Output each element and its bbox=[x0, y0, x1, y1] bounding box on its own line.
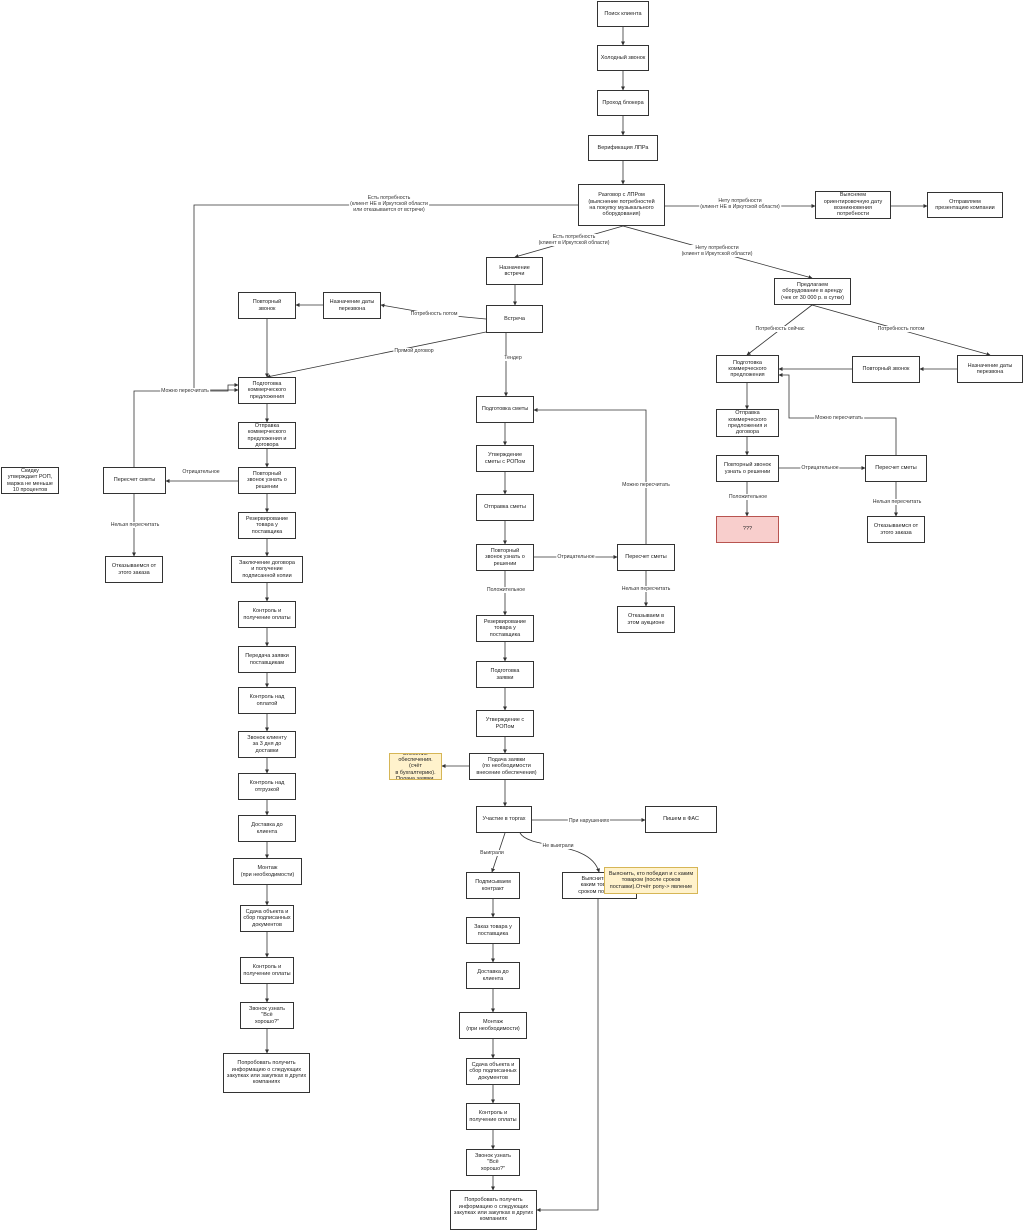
node-meeting-set[interactable]: Назначение встречи bbox=[486, 257, 543, 285]
node-estimate[interactable]: Подготовка сметы bbox=[476, 396, 534, 423]
node-payment-left[interactable]: Контроль и получение оплаты bbox=[238, 601, 296, 628]
node-recalc-left[interactable]: Пересчет сметы bbox=[103, 467, 166, 494]
edge-label-negative-middle: Отрицательное bbox=[556, 554, 596, 560]
node-repeat-call-right[interactable]: Повторный звонок bbox=[852, 356, 920, 383]
node-fas[interactable]: Пишем в ФАС bbox=[645, 806, 717, 833]
node-pay-control-left[interactable]: Контроль над оплатой bbox=[238, 687, 296, 714]
edge-label-positive-middle: Положительное bbox=[485, 587, 527, 593]
node-contract-left[interactable]: Заключение договора и получение подписан… bbox=[231, 556, 303, 583]
edge-label-no-need-in: Нету потребности (клиент в Иркутской обл… bbox=[680, 245, 754, 257]
node-refuse-left[interactable]: Отказываемся от этого заказа bbox=[105, 556, 163, 583]
node-decision-call-right[interactable]: Повторный звонок узнать о решении bbox=[716, 455, 779, 482]
connector-edge bbox=[536, 899, 599, 1212]
edge-label-lost: Не выиграли bbox=[541, 843, 575, 849]
node-refuse-middle[interactable]: Отказываем в этом аукционе bbox=[617, 606, 675, 633]
node-order-supplier-middle[interactable]: Заказ товара у поставщика bbox=[466, 917, 520, 944]
node-ship-control[interactable]: Контроль над отгрузкой bbox=[238, 773, 296, 800]
edge-label-negative-left: Отрицательное bbox=[181, 469, 221, 475]
node-verify-lpr[interactable]: Верификация ЛПРа bbox=[588, 135, 658, 161]
node-handover-middle[interactable]: Сдача объекта и сбор подписанных докумен… bbox=[466, 1058, 520, 1085]
node-kp-right[interactable]: Подготовка коммерческого предложения bbox=[716, 355, 779, 383]
edge-label-violations: При нарушениях bbox=[567, 818, 611, 824]
connector-edge bbox=[533, 408, 647, 544]
note-winner-report: Выяснить, кто победил и с каким товаром … bbox=[604, 867, 698, 894]
node-reserve-middle[interactable]: Резервирование товара у поставщика bbox=[476, 615, 534, 642]
node-delivery-middle[interactable]: Доставка до клиента bbox=[466, 962, 520, 989]
node-call-3days[interactable]: Звонок клиенту за 3 дня до доставки bbox=[238, 731, 296, 758]
node-decision-call-middle[interactable]: Повторный звонок узнать о решении bbox=[476, 544, 534, 571]
node-talk-lpr[interactable]: Разговор с ЛПРом (выяснение потребностей… bbox=[578, 184, 665, 226]
node-bidding[interactable]: Участие в торгах bbox=[476, 806, 532, 833]
node-delivery-left[interactable]: Доставка до клиента bbox=[238, 815, 296, 842]
node-callback-date-left[interactable]: Назначение даты перезвона bbox=[323, 292, 381, 319]
node-unknown[interactable]: ??? bbox=[716, 516, 779, 543]
node-call-ok-left[interactable]: Звонок узнать "Всё хорошо?" bbox=[240, 1002, 294, 1029]
node-submit-application[interactable]: Подача заявки (по необходимости внесение… bbox=[469, 753, 544, 780]
node-send-kp-right[interactable]: Отправка коммерческого предложения и дог… bbox=[716, 409, 779, 437]
node-send-presentation[interactable]: Отправляем презентацию компании bbox=[927, 192, 1003, 218]
edge-label-need-now: Потребность сейчас bbox=[754, 326, 806, 332]
edge-label-need-in: Есть потребность (клиент в Иркутской обл… bbox=[537, 234, 611, 246]
edge-label-need-later-right: Потребность потом bbox=[876, 326, 926, 332]
node-call-ok-middle[interactable]: Звонок узнать "Всё хорошо?" bbox=[466, 1149, 520, 1176]
node-payment2-left[interactable]: Контроль и получение оплаты bbox=[240, 957, 294, 984]
node-send-estimate[interactable]: Отправка сметы bbox=[476, 494, 534, 521]
edge-label-positive-right: Положительное bbox=[727, 494, 769, 500]
node-approve-rop[interactable]: Утверждение с РОПом bbox=[476, 710, 534, 737]
node-meeting[interactable]: Встреча bbox=[486, 305, 543, 333]
node-find-date[interactable]: Выясняем ориентировочную дату возникнове… bbox=[815, 191, 891, 219]
edge-label-cant-recalc-left: Нельзя пересчитать bbox=[109, 522, 161, 528]
edge-label-won: Выиграли bbox=[479, 850, 505, 856]
node-cold-call[interactable]: Холодный звонок bbox=[597, 45, 649, 71]
node-payment-middle[interactable]: Контроль и получение оплаты bbox=[466, 1103, 520, 1130]
node-callback-date-right[interactable]: Назначение даты перезвона bbox=[957, 355, 1023, 383]
edge-label-no-need-out: Нету потребности (клиент НЕ в Иркутской … bbox=[699, 198, 781, 210]
node-reserve-left[interactable]: Резервирование товара у поставщика bbox=[238, 512, 296, 539]
edge-label-tender: Тендер bbox=[503, 355, 523, 361]
node-refuse-right[interactable]: Отказываемся от этого заказа bbox=[867, 516, 925, 543]
node-send-kp-left[interactable]: Отправка коммерческого предложения и дог… bbox=[238, 422, 296, 449]
edge-label-need-later-left: Потребность потом bbox=[409, 311, 459, 317]
node-mount-left[interactable]: Монтаж (при необходимости) bbox=[233, 858, 302, 885]
node-search-client[interactable]: Поиск клиента bbox=[597, 1, 649, 27]
connector-edge bbox=[266, 331, 487, 379]
node-order-supplier-left[interactable]: Передача заявки поставщикам bbox=[238, 646, 296, 673]
connector-edge-lost bbox=[519, 832, 600, 873]
node-repeat-call-left[interactable]: Повторный звонок bbox=[238, 292, 296, 319]
edge-label-negative-right: Отрицательное bbox=[800, 465, 840, 471]
edge-label-need-out: Есть потребность (клиент НЕ в Иркутской … bbox=[349, 195, 429, 213]
node-offer-rent[interactable]: Предлагаем оборудование в аренду (чек от… bbox=[774, 278, 851, 305]
edge-label-cant-recalc-right: Нельзя пересчитать bbox=[871, 499, 923, 505]
note-security-deposit: Внесение обеспечения. (счёт в бухгалтери… bbox=[389, 753, 442, 780]
node-recalc-right[interactable]: Пересчет сметы bbox=[865, 455, 927, 482]
node-mount-middle[interactable]: Монтаж (при необходимости) bbox=[459, 1012, 527, 1039]
connector-edge bbox=[133, 383, 239, 467]
node-decision-call-left[interactable]: Повторный звонок узнать о решении bbox=[238, 467, 296, 494]
note-rop-discount: Скидку утверждает РОП, маржа не меньше 1… bbox=[1, 467, 59, 494]
connector-edge bbox=[778, 373, 897, 455]
node-blocker[interactable]: Проход блокера bbox=[597, 90, 649, 116]
node-future-middle[interactable]: Попробовать получить информацию о следую… bbox=[450, 1190, 537, 1230]
edge-label-can-recalc-middle: Можно пересчитать bbox=[621, 482, 671, 488]
edge-label-can-recalc-left: Можно пересчитать bbox=[160, 388, 210, 394]
edge-label-can-recalc-right: Можно пересчитать bbox=[814, 415, 864, 421]
edge-label-cant-recalc-middle: Нельзя пересчитать bbox=[620, 586, 672, 592]
node-sign-contract[interactable]: Подписываем контракт bbox=[466, 872, 520, 899]
node-approve-estimate[interactable]: Утверждение сметы с РОПом bbox=[476, 445, 534, 472]
edge-label-direct-contract: Прямой договор bbox=[393, 348, 435, 354]
node-kp-left[interactable]: Подготовка коммерческого предложения bbox=[238, 377, 296, 404]
node-handover-left[interactable]: Сдача объекта и сбор подписанных докумен… bbox=[240, 905, 294, 932]
node-future-left[interactable]: Попробовать получить информацию о следую… bbox=[223, 1053, 310, 1093]
node-prepare-application[interactable]: Подготовка заявки bbox=[476, 661, 534, 688]
node-recalc-middle[interactable]: Пересчет сметы bbox=[617, 544, 675, 571]
